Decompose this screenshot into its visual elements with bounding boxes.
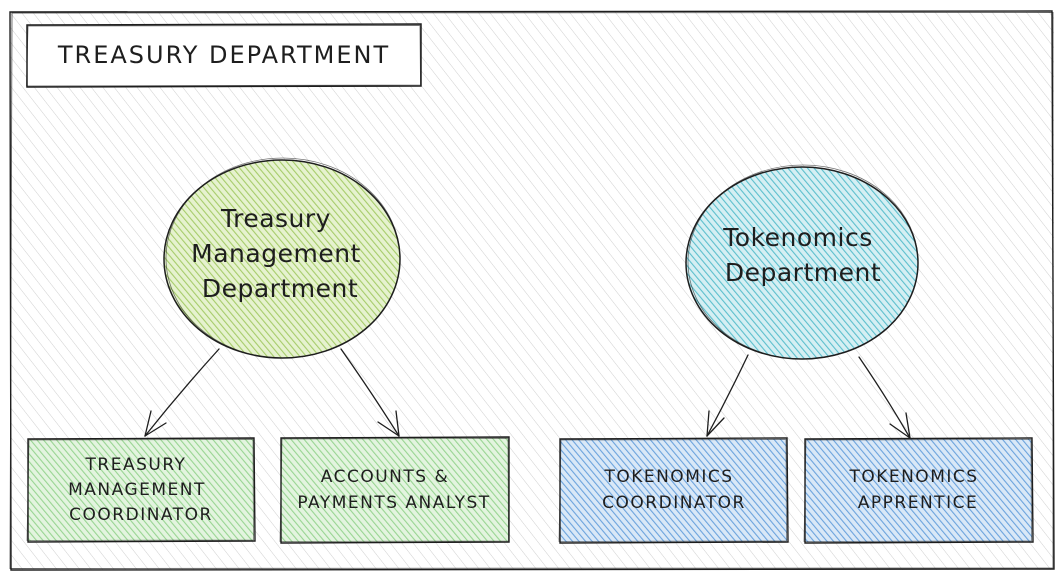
role-label-line: COORDINATOR — [69, 505, 213, 525]
node-label-line: Management — [191, 239, 361, 268]
role-label-line: ACCOUNTS & — [321, 467, 449, 487]
title-box: TREASURY DEPARTMENT — [26, 23, 422, 88]
role-label-line: PAYMENTS ANALYST — [297, 493, 490, 513]
role-tok-coordinator: TOKENOMICS COORDINATOR — [558, 437, 789, 544]
arrow-tok-to-coordinator — [706, 354, 749, 437]
arrow-tok-to-apprentice — [858, 356, 911, 439]
arrow-tm-to-coordinator — [144, 348, 220, 437]
node-tokenomics: Tokenomics Department — [685, 164, 919, 360]
node-label-line: Department — [202, 274, 358, 303]
role-tok-apprentice: TOKENOMICS APPRENTICE — [803, 437, 1034, 544]
node-label-line: Tokenomics — [722, 223, 873, 252]
role-label-line: APPRENTICE — [858, 493, 978, 513]
role-tm-coordinator: TREASURY MANAGEMENT COORDINATOR — [26, 437, 256, 543]
arrow-tm-to-accounts — [340, 348, 400, 437]
role-label-line: MANAGEMENT — [68, 480, 206, 500]
diagram-title: TREASURY DEPARTMENT — [57, 41, 390, 69]
node-treasury-management: Treasury Management Department — [163, 157, 401, 359]
node-label-line: Department — [725, 258, 881, 287]
role-label-line: TOKENOMICS — [603, 467, 733, 487]
node-label-line: Treasury — [220, 204, 331, 233]
role-accounts-payments: ACCOUNTS & PAYMENTS ANALYST — [279, 436, 510, 544]
role-label-line: TOKENOMICS — [848, 467, 978, 487]
role-label-line: TREASURY — [85, 455, 187, 475]
connector-arrows — [144, 348, 911, 439]
role-label-line: COORDINATOR — [602, 493, 746, 513]
